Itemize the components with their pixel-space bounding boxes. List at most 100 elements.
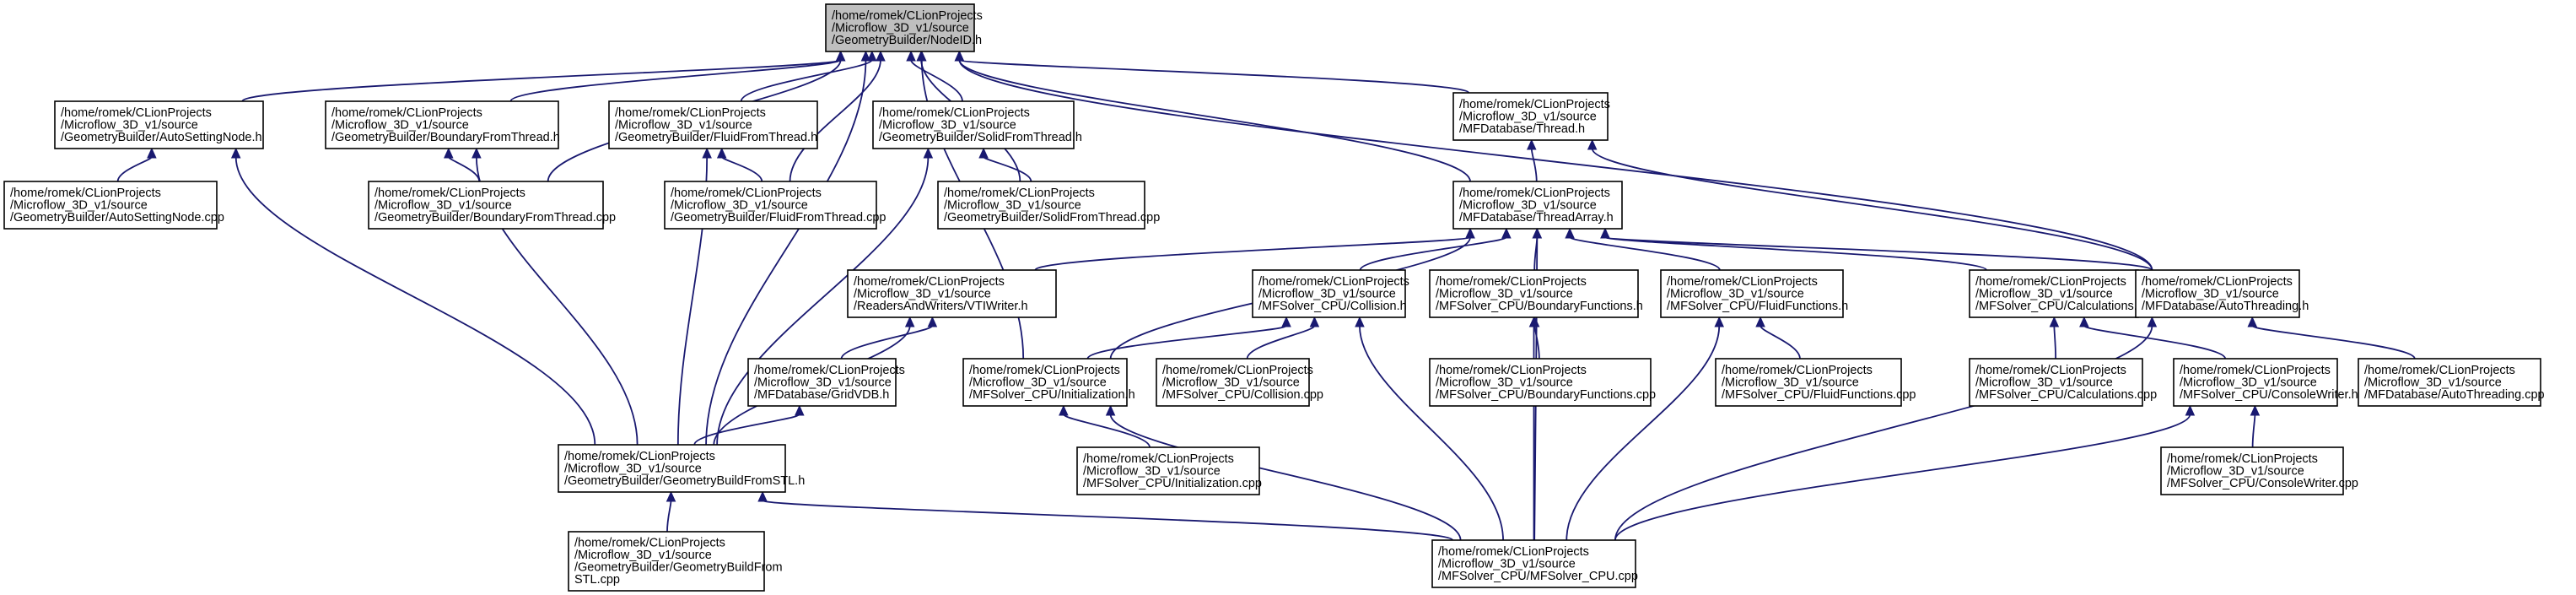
arrowhead xyxy=(1465,227,1475,239)
node-label-line: /MFSolver_CPU/Initialization.cpp xyxy=(1083,477,1262,490)
arrowhead xyxy=(1600,227,1610,239)
node-label-line: /home/romek/CLionProjects xyxy=(331,106,482,120)
node-label-line: /home/romek/CLionProjects xyxy=(1722,364,1873,377)
node-label-line: /home/romek/CLionProjects xyxy=(1667,275,1818,289)
node-boundaryfromthread-cpp[interactable]: /home/romek/CLionProjects/Microflow_3D_v… xyxy=(368,181,616,230)
node-fluidfromthread-cpp[interactable]: /home/romek/CLionProjects/Microflow_3D_v… xyxy=(664,181,886,230)
node-label-line: /Microflow_3D_v1/source xyxy=(375,198,512,212)
node-label-line: /home/romek/CLionProjects xyxy=(854,275,1005,289)
node-fluidfunctions-cpp[interactable]: /home/romek/CLionProjects/Microflow_3D_v… xyxy=(1715,358,1916,407)
node-label-line: /GeometryBuilder/AutoSettingNode.h xyxy=(61,131,262,144)
node-mfsolver-cpu-cpp[interactable]: /home/romek/CLionProjects/Microflow_3D_v… xyxy=(1431,539,1638,588)
node-boundaryfunctions-cpp[interactable]: /home/romek/CLionProjects/Microflow_3D_v… xyxy=(1429,358,1656,407)
node-label-line: /home/romek/CLionProjects xyxy=(2167,452,2318,466)
arrowhead xyxy=(666,490,676,502)
node-collision-cpp[interactable]: /home/romek/CLionProjects/Microflow_3D_v… xyxy=(1156,358,1323,407)
node-calculations-cpp[interactable]: /home/romek/CLionProjects/Microflow_3D_v… xyxy=(1969,358,2157,407)
node-box xyxy=(558,444,786,493)
edge-threadarray-h-to-nodeid-h xyxy=(958,59,1471,182)
arrowhead xyxy=(860,50,871,62)
node-threadarray-h[interactable]: /home/romek/CLionProjects/Microflow_3D_v… xyxy=(1452,181,1623,230)
arrowhead xyxy=(866,50,877,62)
node-box xyxy=(2160,446,2344,495)
node-vtiwriter-h[interactable]: /home/romek/CLionProjects/Microflow_3D_v… xyxy=(847,269,1057,318)
node-label-line: /Microflow_3D_v1/source xyxy=(10,198,148,212)
node-label-line: /Microflow_3D_v1/source xyxy=(2142,287,2279,300)
node-fluidfunctions-h[interactable]: /home/romek/CLionProjects/Microflow_3D_v… xyxy=(1660,269,1848,318)
node-solidfromthread-cpp[interactable]: /home/romek/CLionProjects/Microflow_3D_v… xyxy=(937,181,1160,230)
node-label-line: /Microflow_3D_v1/source xyxy=(1436,287,1573,300)
node-label-line: /GeometryBuilder/GeometryBuildFrom xyxy=(574,561,783,575)
node-fluidfromthread-h[interactable]: /home/romek/CLionProjects/Microflow_3D_v… xyxy=(608,100,818,149)
node-initialization-h[interactable]: /home/romek/CLionProjects/Microflow_3D_v… xyxy=(962,358,1135,407)
node-label-line: /Microflow_3D_v1/source xyxy=(1083,464,1221,478)
node-label-line: /MFSolver_CPU/ConsoleWriter.cpp xyxy=(2167,477,2358,490)
node-label-line: /home/romek/CLionProjects xyxy=(564,450,715,463)
arrowhead xyxy=(1105,404,1116,416)
node-label-line: /GeometryBuilder/GeometryBuildFromSTL.h xyxy=(564,474,805,488)
node-label-line: /MFSolver_CPU/FluidFunctions.cpp xyxy=(1722,388,1916,402)
node-label-line: /Microflow_3D_v1/source xyxy=(1459,110,1597,123)
node-consolewriter-cpp[interactable]: /home/romek/CLionProjects/Microflow_3D_v… xyxy=(2160,446,2358,495)
node-box xyxy=(825,3,975,52)
arrowhead xyxy=(1059,404,1069,416)
node-box xyxy=(1431,539,1636,588)
node-label-line: /Microflow_3D_v1/source xyxy=(1975,287,2113,300)
node-gridvdb-h[interactable]: /home/romek/CLionProjects/Microflow_3D_v… xyxy=(747,358,905,407)
node-box xyxy=(1452,181,1623,230)
node-solidfromthread-h[interactable]: /home/romek/CLionProjects/Microflow_3D_v… xyxy=(872,100,1082,149)
node-boundaryfromthread-h[interactable]: /home/romek/CLionProjects/Microflow_3D_v… xyxy=(325,100,560,149)
edge-geometrybuildfromstl-cpp-to-geometrybuildfromstl-h xyxy=(666,500,672,533)
node-label-line: /GeometryBuilder/FluidFromThread.h xyxy=(615,131,817,144)
node-geometrybuildfromstl-h[interactable]: /home/romek/CLionProjects/Microflow_3D_v… xyxy=(558,444,805,493)
arrowhead xyxy=(2049,316,2060,327)
node-nodeid-h[interactable]: /home/romek/CLionProjects/Microflow_3D_v… xyxy=(825,3,983,52)
node-thread-h[interactable]: /home/romek/CLionProjects/Microflow_3D_v… xyxy=(1452,92,1610,141)
node-label-line: /Microflow_3D_v1/source xyxy=(854,287,991,300)
edge-solidfromthread-cpp-to-solidfromthread-h xyxy=(983,156,1032,182)
node-box xyxy=(54,100,264,149)
node-box xyxy=(1252,269,1406,318)
node-autothreading-cpp[interactable]: /home/romek/CLionProjects/Microflow_3D_v… xyxy=(2358,358,2545,407)
node-label-line: /Microflow_3D_v1/source xyxy=(1258,287,1396,300)
node-box xyxy=(1429,358,1652,407)
node-label-line: /home/romek/CLionProjects xyxy=(969,364,1120,377)
node-geometrybuildfromstl-cpp[interactable]: /home/romek/CLionProjects/Microflow_3D_v… xyxy=(568,531,783,592)
node-autothreading-h[interactable]: /home/romek/CLionProjects/Microflow_3D_v… xyxy=(2135,269,2309,318)
node-label-line: /home/romek/CLionProjects xyxy=(10,187,161,200)
node-label-line: /Microflow_3D_v1/source xyxy=(832,21,969,35)
edge-fluidfromthread-h-to-nodeid-h xyxy=(740,59,873,102)
edge-geometrybuildfromstl-h-to-autosettingnode-h xyxy=(234,156,596,446)
node-boundaryfunctions-h[interactable]: /home/romek/CLionProjects/Microflow_3D_v… xyxy=(1429,269,1643,318)
node-label-line: /MFSolver_CPU/MFSolver_CPU.cpp xyxy=(1438,570,1638,583)
edge-mfsolver-cpu-cpp-to-consolewriter-h xyxy=(1614,414,2191,541)
node-label-line: /Microflow_3D_v1/source xyxy=(61,118,198,132)
node-label-line: /home/romek/CLionProjects xyxy=(1258,275,1409,289)
node-autosettingnode-h[interactable]: /home/romek/CLionProjects/Microflow_3D_v… xyxy=(54,100,264,149)
arrowhead xyxy=(2250,404,2261,416)
node-box xyxy=(3,181,218,230)
node-label-line: /Microflow_3D_v1/source xyxy=(1438,557,1576,571)
arrowhead xyxy=(1714,316,1725,327)
node-label-line: /MFSolver_CPU/BoundaryFunctions.h xyxy=(1436,300,1643,313)
node-box xyxy=(847,269,1057,318)
node-label-line: /MFSolver_CPU/FluidFunctions.h xyxy=(1667,300,1848,313)
node-label-line: /home/romek/CLionProjects xyxy=(1975,364,2126,377)
node-box xyxy=(1660,269,1844,318)
node-initialization-cpp[interactable]: /home/romek/CLionProjects/Microflow_3D_v… xyxy=(1076,446,1262,495)
node-collision-h[interactable]: /home/romek/CLionProjects/Microflow_3D_v… xyxy=(1252,269,1409,318)
node-autosettingnode-cpp[interactable]: /home/romek/CLionProjects/Microflow_3D_v… xyxy=(3,181,224,230)
node-calculations-h[interactable]: /home/romek/CLionProjects/Microflow_3D_v… xyxy=(1969,269,2144,318)
edge-geometrybuildfromstl-h-to-solidfromthread-h xyxy=(716,156,930,446)
arrowhead xyxy=(2079,316,2089,327)
arrowhead xyxy=(1501,227,1512,239)
edge-gridvdb-h-to-vtiwriter-h xyxy=(840,325,934,360)
node-label-line: /home/romek/CLionProjects xyxy=(2142,275,2293,289)
node-consolewriter-h[interactable]: /home/romek/CLionProjects/Microflow_3D_v… xyxy=(2173,358,2358,407)
node-label-line: /MFSolver_CPU/Calculations.h xyxy=(1975,300,2144,313)
node-label-line: /Microflow_3D_v1/source xyxy=(1162,376,1300,389)
node-label-line: /home/romek/CLionProjects xyxy=(375,187,525,200)
arrowhead xyxy=(147,147,157,159)
node-label-line: /Microflow_3D_v1/source xyxy=(1436,376,1573,389)
edge-calculations-cpp-to-calculations-h xyxy=(2053,325,2057,360)
